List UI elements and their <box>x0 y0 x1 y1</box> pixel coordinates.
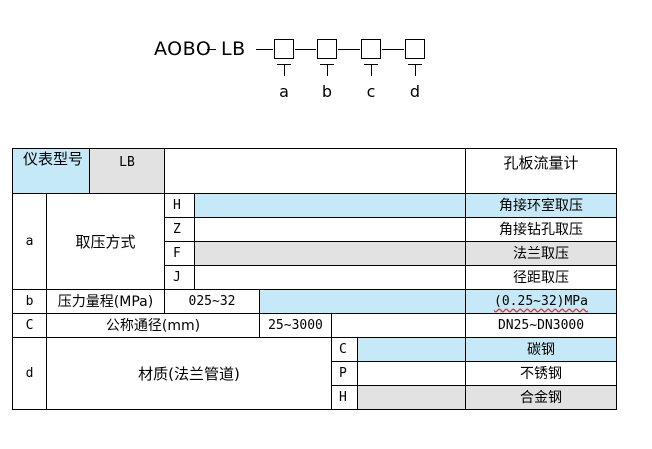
header-model-code: LB <box>89 148 165 194</box>
header-empty <box>164 148 466 194</box>
option-code: F <box>164 241 195 266</box>
option-desc: 径距取压 <box>465 265 617 290</box>
option-desc: DN25~DN3000 <box>465 313 617 338</box>
table-row: H 合金钢 <box>13 385 617 410</box>
code-box-d <box>405 39 425 59</box>
header-instrument-model: 仪表型号 <box>12 148 90 194</box>
group-name-a: 取压方式 <box>46 193 165 290</box>
option-desc: 不锈钢 <box>465 361 617 386</box>
code-dash <box>207 49 216 50</box>
selection-table: 仪表型号 LB 孔板流量计 a 取压方式 H 角接环室取压 Z 角接钻孔取压 F… <box>12 148 617 410</box>
table-row: J 径距取压 <box>13 265 617 290</box>
option-code: H <box>331 385 358 410</box>
group-label-c: C <box>12 313 47 338</box>
option-desc: 角接环室取压 <box>465 193 617 218</box>
option-desc: (0.25~32)MPa <box>494 293 588 309</box>
option-desc: 碳钢 <box>465 337 617 362</box>
table-row-header: 仪表型号 LB 孔板流量计 <box>12 148 617 194</box>
header-product-name: 孔板流量计 <box>465 148 617 194</box>
group-label-a: a <box>12 193 47 290</box>
group-label-d: d <box>12 337 47 410</box>
range-c: 25~3000 <box>259 313 332 338</box>
group-name-c: 公称通径(mm) <box>46 313 260 338</box>
group-label-b: b <box>12 289 47 314</box>
code-prefix: AOBO <box>154 38 212 60</box>
option-desc: 合金钢 <box>465 385 617 410</box>
option-code: Z <box>164 217 195 242</box>
code-dash <box>256 49 273 50</box>
code-dash <box>382 49 404 50</box>
code-box-c <box>361 39 381 59</box>
code-box-a <box>274 39 294 59</box>
code-dash <box>295 49 316 50</box>
option-code: J <box>164 265 195 290</box>
range-b: 025~32 <box>164 289 260 314</box>
code-letter-b: b <box>321 82 333 101</box>
table-row: F 法兰取压 <box>13 241 617 266</box>
code-letter-c: c <box>366 82 376 101</box>
option-desc: 法兰取压 <box>465 241 617 266</box>
code-model: LB <box>221 38 246 60</box>
table-row-c: C 公称通径(mm) 25~3000 DN25~DN3000 <box>12 313 617 338</box>
option-code: P <box>331 361 358 386</box>
group-name-d: 材质(法兰管道) <box>46 337 332 410</box>
option-desc: 角接钻孔取压 <box>465 217 617 242</box>
code-letter-d: d <box>409 82 421 101</box>
option-code: H <box>164 193 195 218</box>
table-row: d 材质(法兰管道) C 碳钢 <box>12 337 617 410</box>
code-dash <box>338 49 360 50</box>
table-row: a 取压方式 H 角接环室取压 <box>12 193 617 290</box>
group-name-b: 压力量程(MPa) <box>46 289 165 314</box>
model-code-diagram: AOBO LB a b c d <box>0 0 652 110</box>
table-row-b: b 压力量程(MPa) 025~32 (0.25~32)MPa <box>12 289 617 314</box>
code-letter-a: a <box>279 82 289 101</box>
code-box-b <box>317 39 337 59</box>
option-code: C <box>331 337 358 362</box>
table-row: P 不锈钢 <box>13 361 617 386</box>
